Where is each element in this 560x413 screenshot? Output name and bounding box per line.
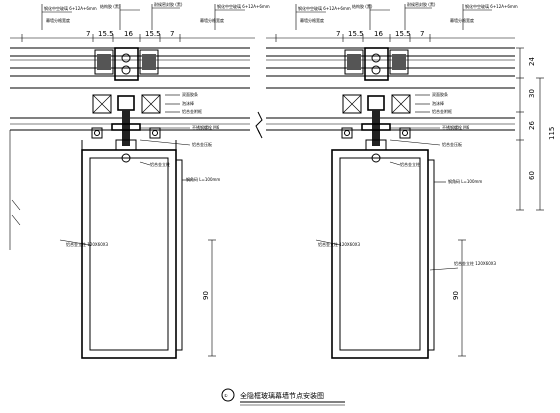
left-sub-label-1: 幕墙分格宽度 xyxy=(46,17,70,23)
right-callout-tape: 双面胶条 xyxy=(432,91,448,97)
left-callout-foam-rod: 泡沫棒 xyxy=(182,100,194,106)
left-callout-glass-1: 钢化中空玻璃 6+12A+6mm xyxy=(44,5,97,11)
left-callout-weather-seal: 耐候密封胶 (黑) xyxy=(154,1,183,7)
right-dim-15-5b: 15.5 xyxy=(395,30,411,38)
right-sub-label-2: 幕墙分格宽度 xyxy=(450,17,474,23)
left-callout-sealant: 结构胶 (黑) xyxy=(100,3,121,9)
right-callout-plate: 铝合金压板 xyxy=(442,141,462,147)
left-dim-7a: 7 xyxy=(86,30,90,38)
left-callout-tape: 双面胶条 xyxy=(182,91,198,97)
right-callout-glass-1: 钢化中空玻璃 6+12A+6mm xyxy=(298,5,351,11)
drawing-title: 全隐框玻璃幕墙节点安装图 xyxy=(240,391,324,400)
dim-60: 60 xyxy=(528,171,536,180)
right-sub-label-1: 幕墙分格宽度 xyxy=(300,17,324,23)
right-dimension-chain: 24 30 26 115 60 xyxy=(516,47,556,211)
right-dim-7b: 7 xyxy=(420,30,424,38)
right-panel: 钢化中空玻璃 6+12A+6mm 结构胶 (黑) 耐候密封胶 (黑) 钢化中空玻… xyxy=(266,1,518,359)
left-sub-label-2: 幕墙分格宽度 xyxy=(200,17,224,23)
dim-30: 30 xyxy=(528,89,536,98)
left-panel: 钢化中空玻璃 6+12A+6mm 结构胶 (黑) 耐候密封胶 (黑) 钢化中空玻… xyxy=(9,1,270,359)
left-dim-7b: 7 xyxy=(170,30,174,38)
right-callout-weather-seal: 耐候密封胶 (黑) xyxy=(407,1,436,7)
right-callout-glass-2: 钢化中空玻璃 6+12A+6mm xyxy=(465,3,518,9)
left-callout-glass-2: 钢化中空玻璃 6+12A+6mm xyxy=(217,3,270,9)
section-mark: ① xyxy=(224,393,228,398)
left-dim-15-5a: 15.5 xyxy=(98,30,114,38)
right-callout-mullion-spec-2: 铝合金立柱 120X60X3 xyxy=(454,260,496,266)
right-dim-16: 16 xyxy=(374,30,383,38)
right-callout-subframe: 铝合金附框 xyxy=(432,108,452,114)
right-dim-15-5a: 15.5 xyxy=(348,30,364,38)
height-dimensions: 90 90 xyxy=(202,239,466,357)
left-callout-plate: 铝合金压板 xyxy=(192,141,212,147)
right-callout-sealant: 结构胶 (黑) xyxy=(352,3,373,9)
right-callout-foam-rod: 泡沫棒 xyxy=(432,100,444,106)
right-callout-mullion: 铝合金立柱 xyxy=(400,161,420,167)
right-callout-bracket: 钢角码 L=100mm xyxy=(448,178,482,184)
dim-24: 24 xyxy=(528,57,536,66)
left-callout-bracket: 钢角码 L=100mm xyxy=(186,176,220,182)
right-dim-7a: 7 xyxy=(336,30,340,38)
right-dim-90: 90 xyxy=(452,291,460,300)
left-dim-90: 90 xyxy=(202,291,210,300)
left-callout-mullion-spec: 铝合金立柱 120X60X3 xyxy=(66,241,108,247)
left-callout-mullion: 铝合金立柱 xyxy=(150,161,170,167)
left-callout-bolt: 不锈钢螺栓 M6 xyxy=(192,124,220,130)
right-callout-mullion-spec: 铝合金立柱 120X60X3 xyxy=(318,241,360,247)
left-callout-subframe: 铝合金附框 xyxy=(182,108,202,114)
left-dim-16: 16 xyxy=(124,30,133,38)
dim-26: 26 xyxy=(528,121,536,130)
dim-115: 115 xyxy=(548,127,556,140)
drawing-title-block: ① 全隐框玻璃幕墙节点安装图 xyxy=(221,388,345,406)
left-dim-15-5b: 15.5 xyxy=(145,30,161,38)
right-callout-bolt: 不锈钢螺栓 M6 xyxy=(442,124,470,130)
break-line xyxy=(255,111,263,135)
